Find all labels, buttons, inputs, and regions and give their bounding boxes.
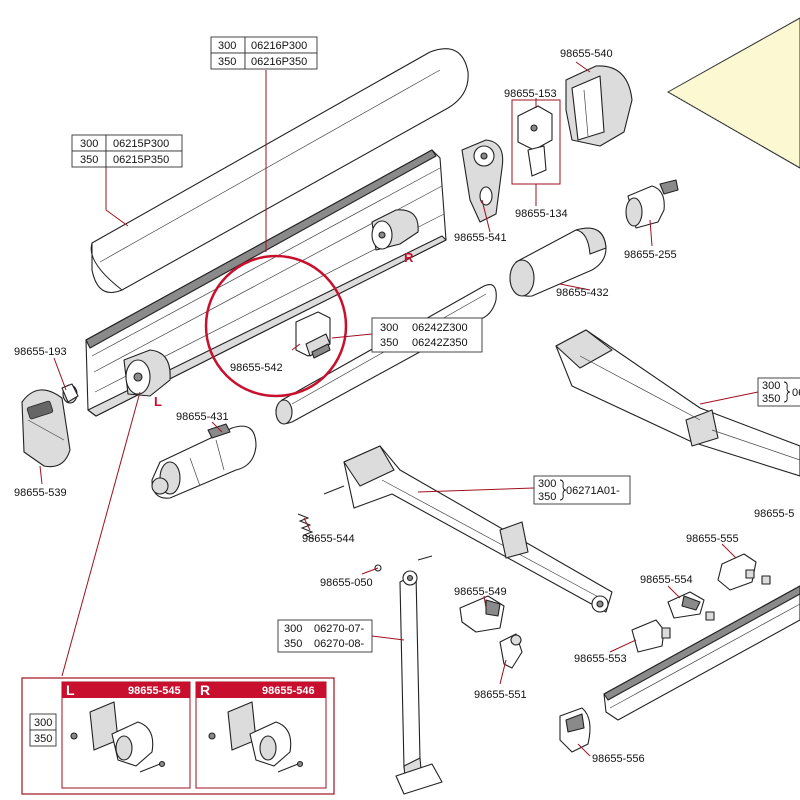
part-553 [631,619,671,653]
roller-end-431 [151,423,257,499]
bracket-541 [461,139,504,223]
ref-size: 300 [762,380,780,392]
kit-size: 350 [34,733,52,745]
ref-box-arm-right: 300 350 06 [757,377,800,407]
label-98655-544: 98655-544 [302,533,355,545]
ref-size: 300 [284,623,302,635]
ref-code: 06242Z350 [412,337,468,349]
part-556 [559,707,591,753]
kit-panel: 300 350 L 98655-545 R 98655-546 [21,677,335,795]
awning-fabric [666,17,800,169]
ref-code: 06 [792,387,800,399]
ref-code: 06270-08- [314,638,364,650]
label-98655-541: 98655-541 [454,232,507,244]
front-rail [603,585,800,721]
side-letter-left: L [154,394,162,409]
arm-assembly-right [555,329,800,477]
ref-code: 06215P300 [113,138,169,150]
side-cover-539 [21,389,71,468]
label-98655-551: 98655-551 [474,689,527,701]
label-98655-549: 98655-549 [454,586,507,598]
cassette-end-cap-left [123,349,171,397]
highlight-circle [204,254,348,398]
kit-size: 300 [34,717,52,729]
ref-size: 300 [218,40,236,52]
leader-lines [39,61,759,757]
label-98655-555: 98655-555 [686,533,739,545]
label-98655-5-cut: 98655-5 [754,508,794,520]
part-555 [717,553,771,591]
label-98655-134: 98655-134 [515,208,568,220]
end-plug-193 [61,383,79,404]
ref-size: 300 [538,478,556,490]
ref-size: 350 [538,491,556,503]
ref-box-top-cover: 300 06216P300 350 06216P350 [210,36,318,70]
kit-right-part: 98655-546 [262,685,315,697]
side-letter-right: R [404,250,414,265]
ref-box-front-cover: 300 06215P300 350 06215P350 [71,134,183,168]
hook-551 [499,633,523,669]
top-cover-profile [90,48,469,294]
ref-size: 350 [80,154,98,166]
ref-box-roller: 300 06242Z300 350 06242Z350 [371,317,483,353]
ref-box-leg: 300 06270-07- 350 06270-08- [277,619,373,653]
ref-code: 06216P350 [251,56,307,68]
roller-end-432 [509,227,607,297]
drive-plug-255 [625,179,679,229]
ref-size: 350 [284,638,302,650]
ref-code: 06270-07- [314,623,364,635]
part-554 [667,591,715,621]
label-98655-554: 98655-554 [640,574,693,586]
part-labels: 98655-540 98655-153 98655-134 98655-541 … [14,48,794,765]
ref-size: 350 [762,393,780,405]
label-98655-431: 98655-431 [176,411,229,423]
kit-left-part: 98655-545 [128,685,181,697]
label-98655-542: 98655-542 [230,362,283,374]
label-98655-432: 98655-432 [556,287,609,299]
spring-544 [297,513,315,540]
end-cap-540 [565,65,633,147]
label-98655-193: 98655-193 [14,346,67,358]
cassette-end-cap-right [371,209,419,251]
ref-code: 06242Z300 [412,322,468,334]
kit-right-letter: R [200,682,210,698]
ref-code: 06216P300 [251,40,307,52]
ref-size: 350 [380,337,398,349]
label-98655-050: 98655-050 [320,577,373,589]
label-98655-153: 98655-153 [504,88,557,100]
support-leg [374,555,443,795]
ref-size: 300 [80,138,98,150]
label-98655-539: 98655-539 [14,487,67,499]
label-98655-556: 98655-556 [592,753,645,765]
kit-left-letter: L [66,682,75,698]
cassette-profile [85,149,447,417]
arm-assembly-middle [323,445,613,613]
ref-code: 06271A01- [566,485,620,497]
part-153-frame [511,99,561,185]
label-98655-255: 98655-255 [624,249,677,261]
ref-size: 300 [380,322,398,334]
label-98655-553: 98655-553 [574,653,627,665]
ref-box-arm: 300 350 06271A01- [533,475,631,505]
label-98655-540: 98655-540 [560,48,613,60]
ref-size: 350 [218,56,236,68]
clamp-549 [459,595,505,633]
ref-code: 06215P350 [113,154,169,166]
